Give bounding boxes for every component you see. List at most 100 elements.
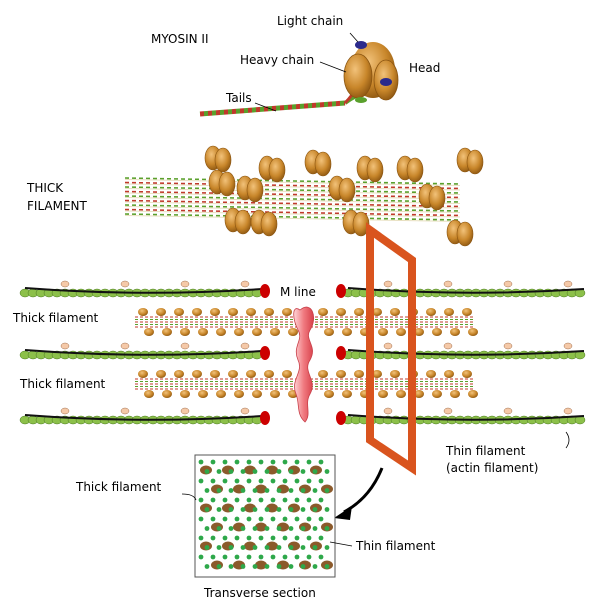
cs-thin-filament [318,535,324,541]
cs-thin-filament [324,564,330,569]
cs-thin-filament [312,469,318,474]
cs-thin-filament [324,545,330,550]
cs-thin-filament [270,497,276,503]
tropomyosin-strand [24,414,263,421]
thick-head [198,328,208,336]
thick-head [462,308,472,316]
cs-thin-filament [312,564,318,569]
z-disc [336,346,346,360]
cs-thin-filament [240,526,246,531]
thick-head [468,328,478,336]
cs-thin-filament [228,545,234,550]
cs-thin-filament [216,507,222,512]
cs-thin-filament [270,478,276,484]
cs-thin-filament [240,488,246,493]
tropomyosin-strand [347,287,585,294]
thick-head [426,308,436,316]
thick-head [318,308,328,316]
cs-thin-filament [240,545,246,550]
bundle-myosin-head [250,209,278,237]
thick-head [252,390,262,398]
cs-thin-filament [276,507,282,512]
thick-head [180,390,190,398]
cs-thick-filament [255,484,267,494]
cs-thin-filament [204,526,210,531]
myosin-title: MYOSIN II [151,32,209,46]
cs-thin-filament [216,545,222,550]
troponin [443,342,453,350]
tropomyosin-strand [347,349,585,356]
cs-thin-filament [198,459,204,465]
cs-thick-filament [299,484,311,494]
thick-head [192,370,202,378]
tropomyosin-strand [347,414,585,421]
cs-thin-filament [240,564,246,569]
cs-thin-filament [306,497,312,503]
troponin [443,280,453,288]
cs-thin-filament [264,564,270,569]
cs-thin-filament [324,507,330,512]
troponin [240,407,250,415]
troponin [60,280,70,288]
thick-head [210,308,220,316]
thick-head [270,328,280,336]
cs-thin-filament [300,507,306,512]
cs-thick-filament [211,522,223,532]
cs-thin-filament [258,478,264,484]
cs-thin-filament [300,564,306,569]
m-line [293,306,314,423]
transverse-section-label: Transverse section [203,586,316,600]
cs-thin-filament [288,526,294,531]
cs-thin-filament [246,459,252,465]
head-label: Head [409,61,440,75]
cs-thin-filament [210,554,216,560]
thin-filament-label-2: (actin filament) [446,461,538,475]
thick-head [426,370,436,378]
bundle-myosin-head [418,183,446,211]
thick-filament-bundle [124,145,484,247]
cs-thin-filament [270,535,276,541]
cs-thin-filament [258,554,264,560]
thin-filament-label-1: Thin filament [445,444,526,458]
cs-thin-filament [288,488,294,493]
thick-head [462,370,472,378]
cs-thin-filament [210,516,216,522]
cs-thin-filament [276,545,282,550]
cs-thin-filament [294,478,300,484]
thick-head [282,308,292,316]
troponin [383,407,393,415]
thick-head [156,308,166,316]
cs-thin-filament [288,564,294,569]
cs-thin-filament [312,526,318,531]
cs-thin-filament [300,488,306,493]
cs-thin-filament [198,516,204,522]
cs-thin-filament [228,469,234,474]
cs-thin-filament [222,535,228,541]
cs-thin-filament [240,469,246,474]
cs-thin-filament [282,516,288,522]
thick-head [156,370,166,378]
cs-thin-filament [222,459,228,465]
cs-thin-filament [288,507,294,512]
cs-thin-filament [276,469,282,474]
cs-thin-filament [204,469,210,474]
cs-thin-filament [258,535,264,541]
z-disc [260,284,270,298]
cs-thin-filament [216,526,222,531]
thick-head [282,370,292,378]
cs-thin-filament [234,535,240,541]
thick-head [234,328,244,336]
thick-head [414,328,424,336]
cs-thin-filament [252,488,258,493]
cs-thin-filament [270,554,276,560]
cs-thin-filament [306,554,312,560]
troponin [180,342,190,350]
thick-head [234,390,244,398]
cs-thick-filament-label: Thick filament [75,480,162,494]
cs-thin-filament-label: Thin filament [355,539,436,553]
troponin [120,342,130,350]
cs-thin-filament [288,545,294,550]
z-disc [336,284,346,298]
troponin [240,342,250,350]
cs-thin-filament [294,554,300,560]
